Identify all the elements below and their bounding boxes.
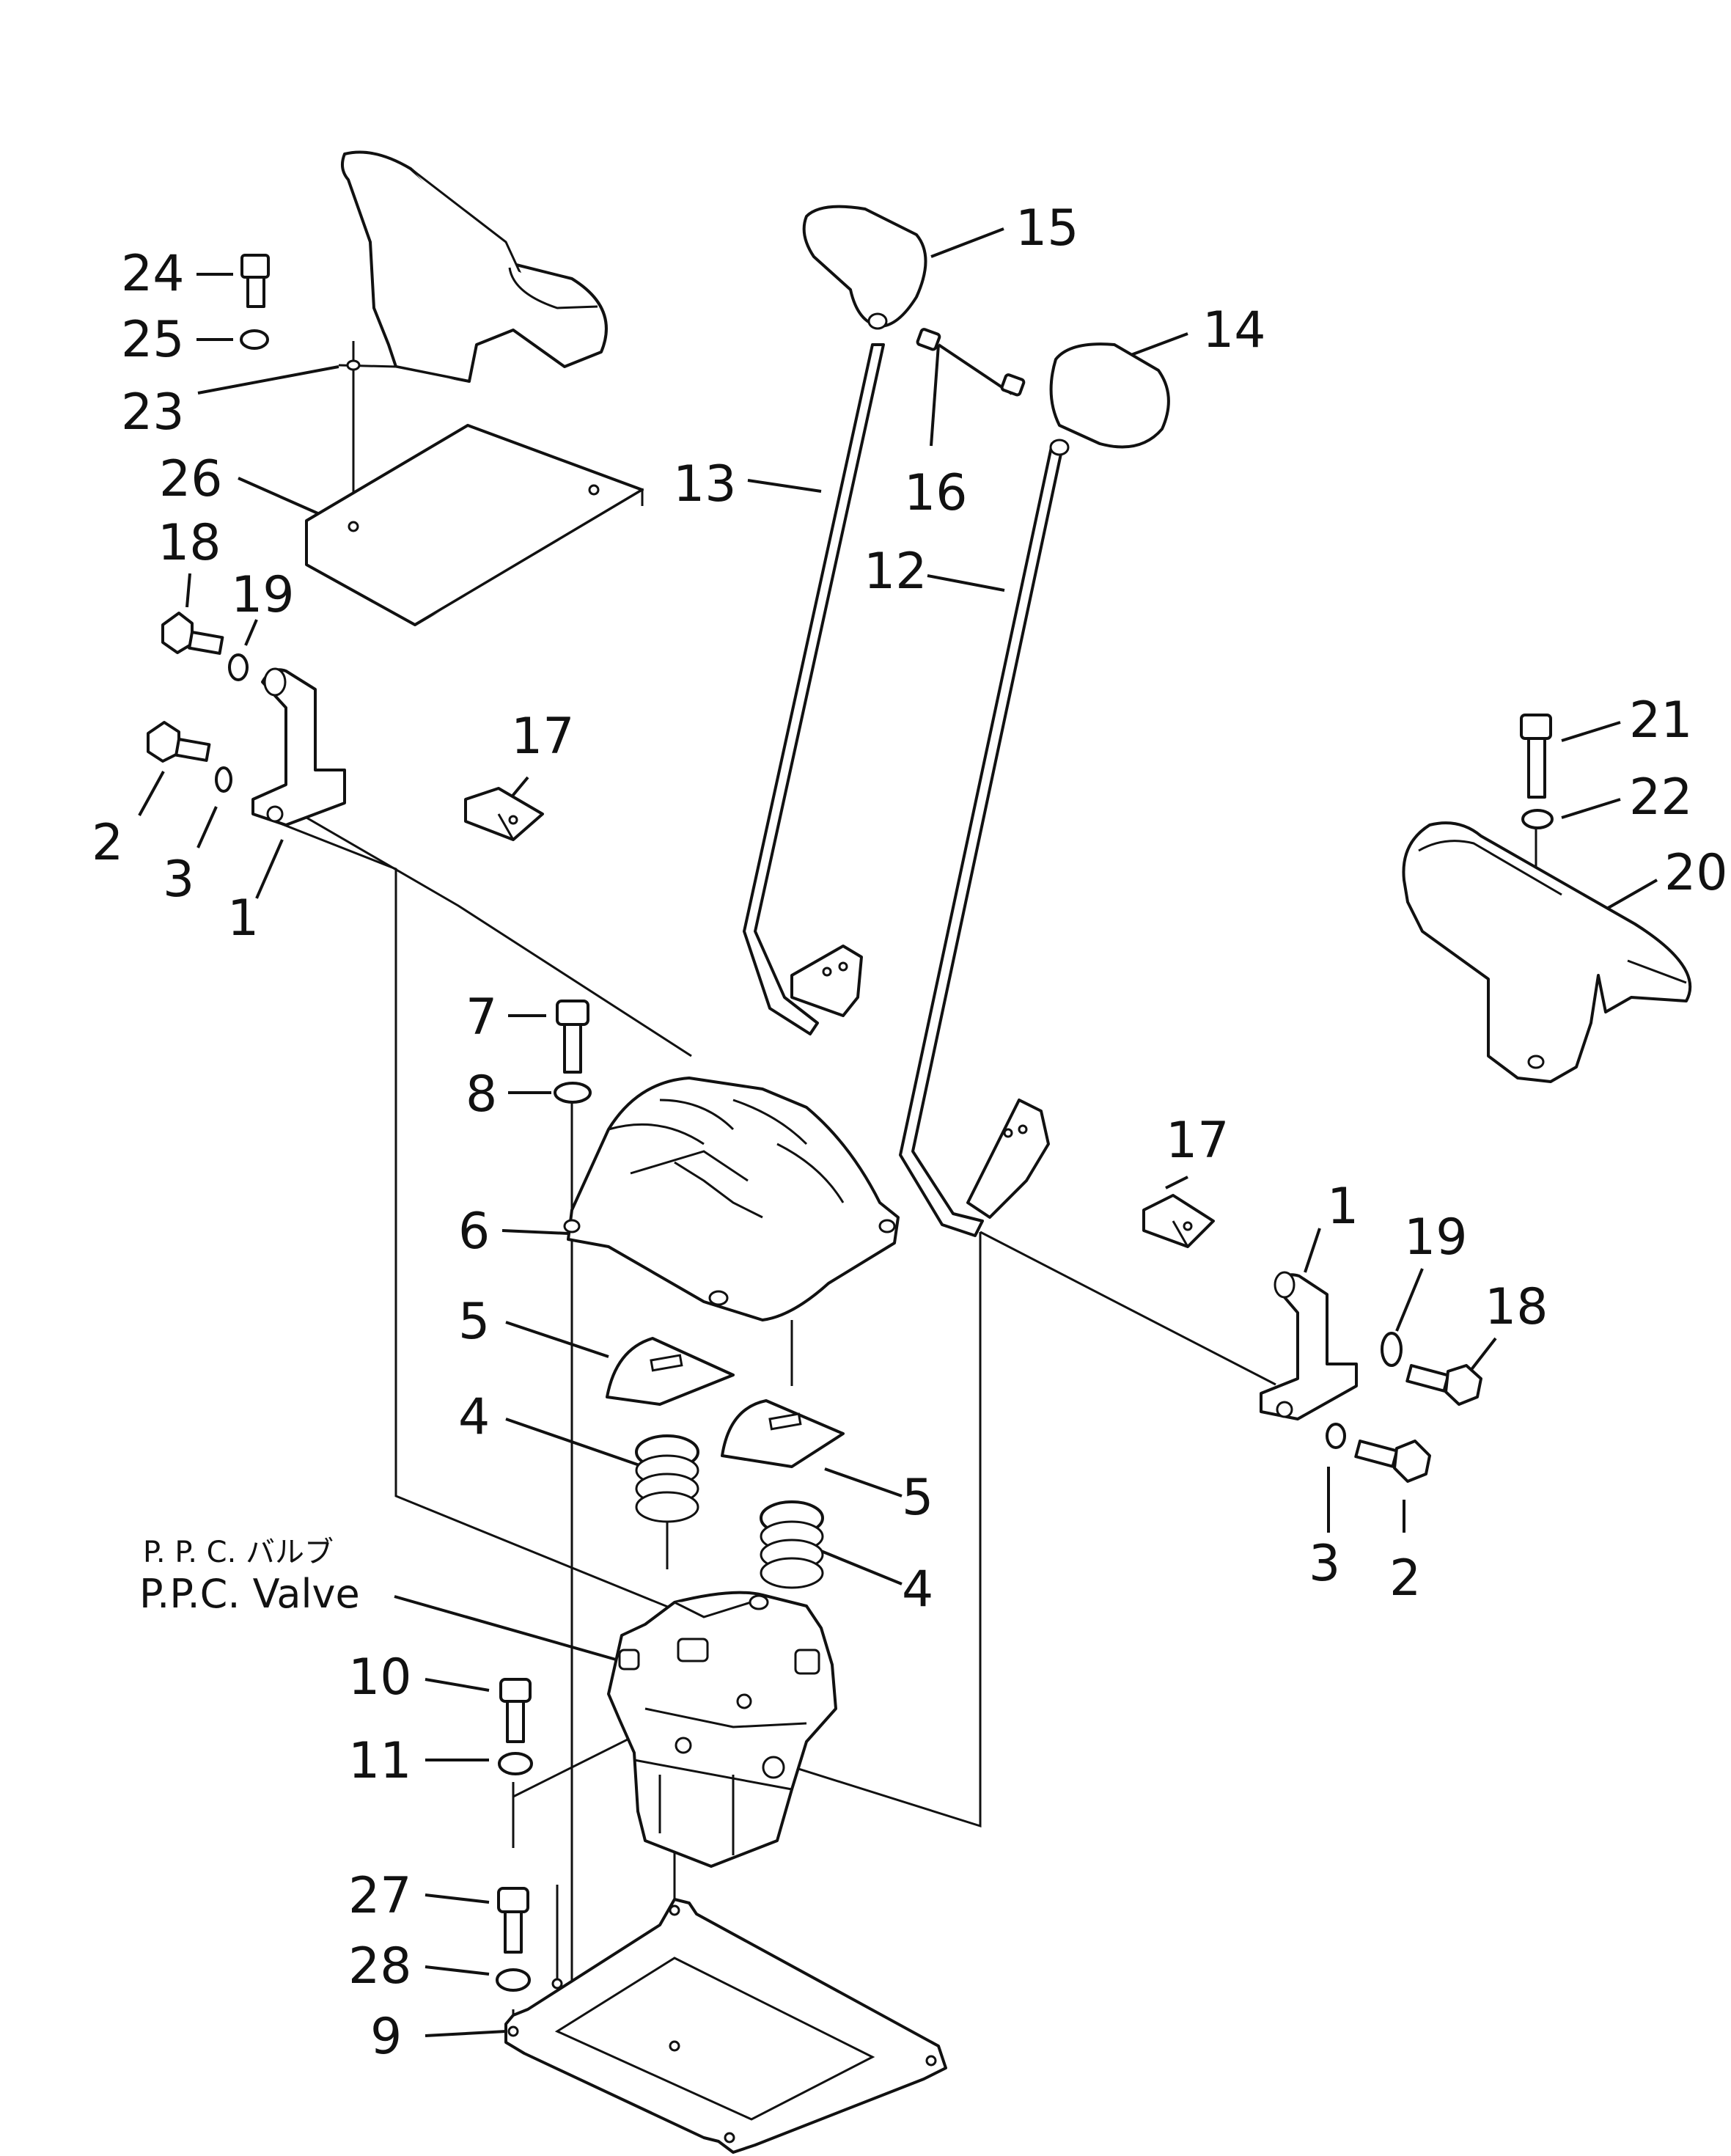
callout-17b: 17 [1166,1112,1230,1170]
callout-1b: 1 [1327,1178,1359,1236]
left-console-cover [338,150,608,383]
callout-2b: 2 [1389,1550,1421,1607]
callout-7: 7 [466,989,497,1046]
cover-plate [305,424,644,626]
boot-cover-6 [563,1077,900,1321]
callout-21: 21 [1629,692,1693,749]
bolt-10 [499,1678,532,1743]
callout-5: 5 [458,1293,490,1351]
callout-3: 3 [163,851,194,909]
plate-5b [721,1399,845,1468]
callout-26: 26 [159,450,223,508]
spring-4a [635,1434,699,1523]
right-bracket [1260,1271,1358,1420]
callout-16: 16 [904,464,968,522]
bolt-2-left [147,721,211,763]
callout-25: 25 [121,311,185,369]
bolt-18-left [161,612,224,655]
callout-22: 22 [1629,769,1693,826]
pin-16a [916,328,941,351]
callout-1: 1 [227,890,259,947]
callout-19b: 19 [1404,1209,1468,1266]
washer-25 [240,329,269,350]
leader-lines [138,227,1658,2037]
callout-6: 6 [458,1203,490,1261]
washer-28 [496,1968,531,1992]
callout-10: 10 [348,1649,412,1706]
callout-12: 12 [864,543,927,601]
knob-14 [1049,342,1170,456]
plate-5a [606,1337,735,1406]
block-17-right [1142,1194,1215,1248]
base-plate-9 [504,1898,947,2154]
callout-8: 8 [466,1066,497,1123]
callout-5b: 5 [902,1469,933,1527]
callout-15: 15 [1015,199,1079,257]
callout-19: 19 [231,566,295,624]
callout-4b: 4 [902,1561,933,1618]
callout-2: 2 [92,814,123,872]
washer-8 [554,1082,592,1104]
assembly-lines [274,341,1537,2046]
ppc-valve-label-jp: P. P. C. バルブ [143,1536,334,1569]
pin-16b [1000,373,1026,397]
callout-17: 17 [511,708,575,766]
callout-28: 28 [348,1937,412,1995]
right-console-cover [1402,821,1692,1083]
callout-18: 18 [158,514,221,572]
callout-24: 24 [121,245,185,303]
washer-19-right [1381,1332,1403,1367]
washer-22 [1521,809,1554,829]
ppc-valve [607,1591,837,1868]
callout-11: 11 [348,1732,412,1790]
bolt-24 [240,254,270,308]
bolt-7 [556,1000,589,1074]
callout-9: 9 [370,2008,402,2066]
knob-15 [802,205,927,330]
bolt-2-right [1354,1439,1431,1483]
washer-19-left [228,653,249,681]
lever-13 [743,343,885,1035]
washer-3-left [215,766,232,793]
bolt-18-right [1405,1364,1482,1406]
callout-27: 27 [348,1867,412,1925]
callout-18b: 18 [1485,1278,1548,1336]
callout-14: 14 [1202,301,1266,359]
callout-23: 23 [121,384,185,441]
callout-4: 4 [458,1388,490,1446]
washer-3-right [1326,1423,1346,1449]
spring-4b [760,1500,824,1589]
block-17-left [464,787,544,841]
left-bracket [251,667,346,826]
bolt-21 [1520,714,1552,799]
callout-20: 20 [1664,844,1728,902]
lever-12 [899,442,1065,1237]
ppc-valve-label-en: P.P.C. Valve [139,1571,360,1617]
bolt-27 [497,1887,529,1954]
washer-11 [498,1752,533,1775]
callout-labels: 24 25 23 26 18 19 2 3 1 17 15 14 13 16 1… [92,199,1728,2066]
callout-13: 13 [673,455,737,513]
callout-3b: 3 [1309,1535,1340,1593]
